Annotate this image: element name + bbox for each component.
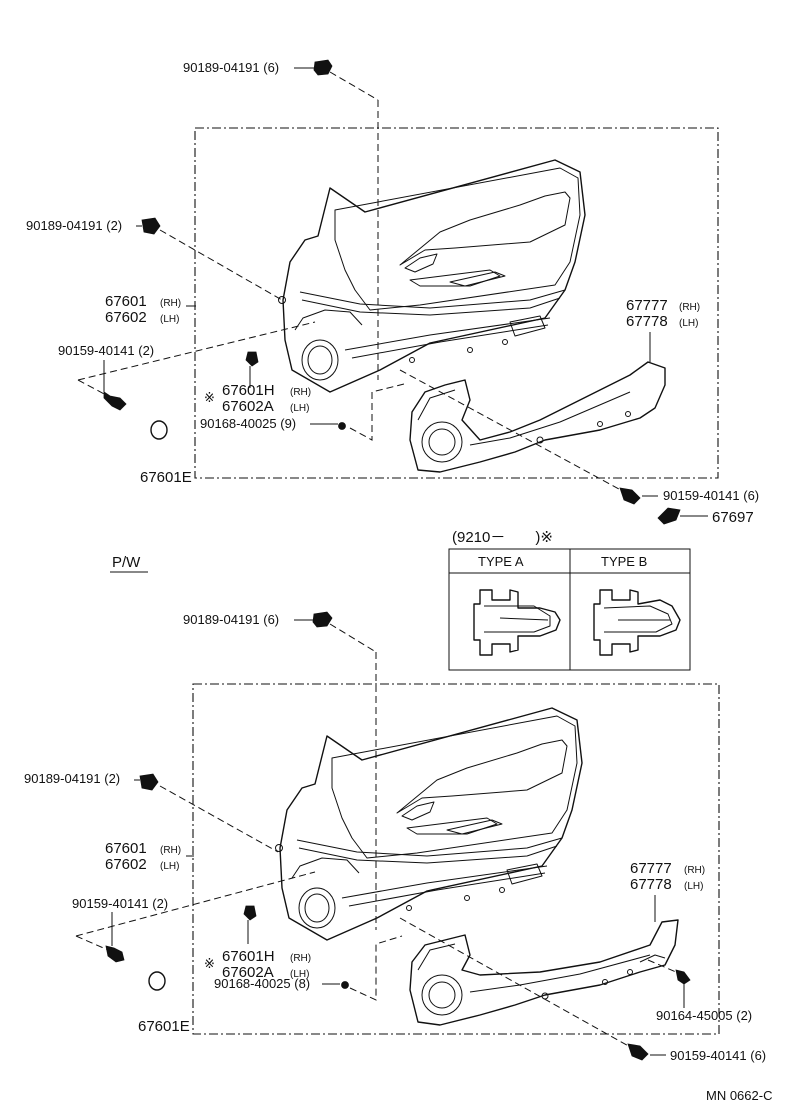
bottom-sub-clip-icon [243, 905, 257, 921]
top-lower-trim [409, 361, 666, 473]
bottom-label-board-lh-side: (LH) [160, 861, 179, 872]
top-label-clip-left: 90189-04191 (2) [26, 218, 122, 233]
top-label-screw-small: 90168-40025 (9) [200, 416, 296, 431]
bottom-label-sub-rh-side: (RH) [290, 953, 311, 964]
bottom-label-clip-left: 90189-04191 (2) [24, 771, 120, 786]
bottom-label-board-rh: 67601 [105, 840, 147, 857]
bottom-label-sub-lh-side: (LH) [290, 969, 309, 980]
bottom-label-sub-lh: 67602A [222, 964, 274, 981]
top-clip-part-icon [313, 59, 333, 76]
bottom-label-sub-rh: 67601H [222, 948, 275, 965]
top-screw-small-icon [338, 422, 346, 430]
top-label-lower-rh: 67777 [626, 297, 668, 314]
top-door-board [277, 159, 586, 393]
top-label-lower-lh-side: (LH) [679, 318, 698, 329]
top-sub-clip-icon [245, 351, 259, 367]
top-label-sub-lh-side: (LH) [290, 403, 309, 414]
inset-type-b-label: TYPE B [601, 554, 647, 569]
bottom-label-board-lh: 67602 [105, 856, 147, 873]
bottom-label-lower-rh: 67777 [630, 860, 672, 877]
top-note-mark: ※ [204, 390, 215, 405]
top-label-sub-lh: 67602A [222, 398, 274, 415]
bottom-label-board-rh-side: (RH) [160, 845, 181, 856]
bottom-label-lower-lh: 67778 [630, 876, 672, 893]
top-label-lower-rh-side: (RH) [679, 302, 700, 313]
inset-type-a-label: TYPE A [478, 554, 524, 569]
bottom-label-screw-left: 90159-40141 (2) [72, 896, 168, 911]
top-screw-right-icon [619, 487, 641, 505]
top-section: 90189-04191 (6) 90189-04191 (2) 67601 (R… [26, 59, 759, 526]
bottom-clip-part-icon [312, 611, 333, 628]
bottom-clip-left-icon [139, 773, 159, 791]
top-label-sub-rh: 67601H [222, 382, 275, 399]
bottom-cap-icon [148, 971, 166, 991]
top-screw-left-icon [103, 391, 127, 411]
pw-label: P/W [112, 554, 141, 571]
bottom-label-screw-right2: 90164-45005 (2) [656, 1008, 752, 1023]
bottom-screw-small-icon [341, 981, 349, 989]
bottom-label-clip-top: 90189-04191 (6) [183, 612, 279, 627]
bottom-door-board [274, 707, 583, 941]
bottom-section: 90189-04191 (6) 90189-04191 (2) 67601 (R… [24, 611, 766, 1063]
bottom-label-lower-lh-side: (LH) [684, 881, 703, 892]
bottom-screw-right2-icon [675, 969, 691, 985]
type-b-clip-icon [593, 589, 681, 656]
bottom-lower-trim [409, 919, 679, 1026]
top-cap-icon [150, 420, 168, 440]
top-label-board-lh: 67602 [105, 309, 147, 326]
top-clip-left-icon [141, 217, 161, 235]
drawing-code: MN 0662-C [706, 1088, 772, 1103]
bottom-label-lower-rh-side: (RH) [684, 865, 705, 876]
top-label-board-rh-side: (RH) [160, 298, 181, 309]
middle-section: P/W (9210－ )※ TYPE A TYPE B [110, 529, 691, 671]
top-label-lower-lh: 67778 [626, 313, 668, 330]
top-clip-right-icon [657, 507, 681, 525]
type-a-clip-icon [473, 589, 561, 656]
bottom-screw-left-icon [105, 945, 125, 963]
top-label-clip-right: 67697 [712, 509, 754, 526]
bottom-label-screw-right: 90159-40141 (6) [670, 1048, 766, 1063]
bottom-label-cap: 67601E [138, 1018, 190, 1035]
bottom-screw-right-icon [627, 1043, 649, 1061]
top-label-board-lh-side: (LH) [160, 314, 179, 325]
top-label-cap: 67601E [140, 469, 192, 486]
bottom-label-screw-small: 90168-40025 (8) [214, 976, 310, 991]
bottom-note-mark: ※ [204, 956, 215, 971]
top-label-screw-right: 90159-40141 (6) [663, 488, 759, 503]
top-label-sub-rh-side: (RH) [290, 387, 311, 398]
clip-type-inset: TYPE A TYPE B [448, 548, 691, 671]
inset-heading: (9210－ )※ [452, 529, 553, 546]
top-label-clip-top: 90189-04191 (6) [183, 60, 279, 75]
top-label-board-rh: 67601 [105, 293, 147, 310]
top-label-screw-left: 90159-40141 (2) [58, 343, 154, 358]
